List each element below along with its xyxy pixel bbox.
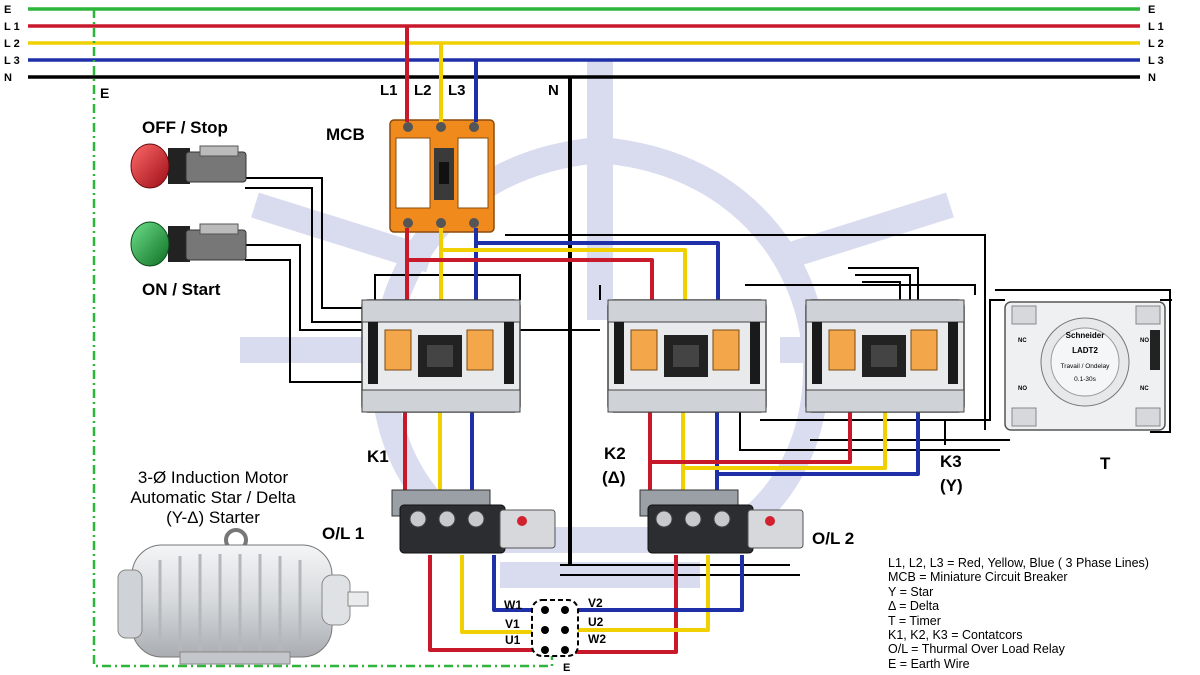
timer-module: Schneider LADT2 Travail / Ondelay 0.1-30… bbox=[1004, 301, 1166, 431]
legend-item: Y = Star bbox=[888, 584, 934, 599]
title-line-1: 3-Ø Induction Motor bbox=[138, 468, 289, 487]
neutral-tap-label: N bbox=[548, 82, 559, 99]
off-stop-button bbox=[130, 143, 247, 189]
mcb-breaker bbox=[389, 119, 495, 233]
timer-range: 0.1-30s bbox=[1074, 376, 1096, 383]
legend-item: L1, L2, L3 = Red, Yellow, Blue ( 3 Phase… bbox=[888, 556, 1149, 570]
on-start-button bbox=[130, 221, 247, 267]
bus-label-l3-left: L 3 bbox=[4, 55, 20, 67]
terminal-w2: W2 bbox=[588, 632, 606, 646]
timer-nc-label-right: NC bbox=[1140, 386, 1149, 392]
bus-bars bbox=[28, 7, 1140, 79]
legend-item: MCB = Miniature Circuit Breaker bbox=[888, 570, 1068, 585]
timer-label: T bbox=[1100, 454, 1111, 473]
bus-label-l1-right: L 1 bbox=[1148, 21, 1164, 33]
ol2-label: O/L 2 bbox=[812, 529, 854, 548]
timer-nc-label: NC bbox=[1018, 338, 1027, 344]
bus-label-l2-right: L 2 bbox=[1148, 38, 1164, 50]
legend-item: K1, K2, K3 = Contatcors bbox=[888, 628, 1023, 643]
k3-star-label: (Y) bbox=[940, 476, 963, 495]
bus-label-e-left: E bbox=[4, 4, 11, 16]
l3-tap-label: L3 bbox=[448, 82, 466, 99]
legend-item: E = Earth Wire bbox=[888, 656, 970, 671]
bus-label-n-left: N bbox=[4, 72, 12, 84]
motor-terminal-box bbox=[531, 599, 579, 657]
overload-relay-2 bbox=[639, 489, 804, 554]
contactor-k1 bbox=[361, 299, 521, 413]
timer-subtitle: Travail / Ondelay bbox=[1061, 363, 1111, 370]
terminal-u1: U1 bbox=[505, 633, 521, 647]
overload-relay-1 bbox=[391, 489, 556, 554]
title-line-2: Automatic Star / Delta bbox=[130, 488, 296, 507]
terminal-w1: W1 bbox=[504, 598, 522, 612]
contactor-k3 bbox=[805, 299, 965, 413]
legend-item: Δ = Delta bbox=[888, 599, 940, 614]
bus-label-l3-right: L 3 bbox=[1148, 55, 1164, 67]
mcb-label: MCB bbox=[326, 125, 365, 144]
on-start-label: ON / Start bbox=[142, 280, 221, 299]
k3-label: K3 bbox=[940, 452, 962, 471]
timer-model: LADT2 bbox=[1072, 346, 1098, 355]
terminal-earth: E bbox=[563, 662, 570, 674]
bus-labels-left: E L 1 L 2 L 3 N bbox=[4, 4, 20, 84]
timer-no-label: NO bbox=[1018, 386, 1027, 392]
timer-brand: Schneider bbox=[1066, 331, 1105, 340]
phase-wiring bbox=[403, 26, 920, 654]
induction-motor bbox=[117, 528, 369, 665]
bus-labels-right: E L 1 L 2 L 3 N bbox=[1148, 4, 1164, 84]
terminal-v2: V2 bbox=[588, 596, 603, 610]
ol1-label: O/L 1 bbox=[322, 524, 364, 543]
terminal-u2: U2 bbox=[588, 615, 604, 629]
legend-item: O/L = Thurmal Over Load Relay bbox=[888, 642, 1065, 657]
k2-delta-label: (Δ) bbox=[602, 468, 626, 487]
title-line-3: (Y-Δ) Starter bbox=[166, 508, 260, 527]
terminal-v1: V1 bbox=[505, 617, 520, 631]
l1-tap-label: L1 bbox=[380, 82, 398, 99]
control-wiring bbox=[245, 177, 1172, 576]
contactor-k2 bbox=[607, 299, 767, 413]
earth-tap-label: E bbox=[100, 85, 109, 101]
legend-item: T = Timer bbox=[888, 613, 941, 628]
motor-title: 3-Ø Induction Motor Automatic Star / Del… bbox=[130, 468, 296, 527]
bus-label-l2-left: L 2 bbox=[4, 38, 20, 50]
l2-tap-label: L2 bbox=[414, 82, 432, 99]
timer-no-label-right: NO bbox=[1140, 338, 1149, 344]
bus-label-e-right: E bbox=[1148, 4, 1155, 16]
bus-label-l1-left: L 1 bbox=[4, 21, 20, 33]
bus-label-n-right: N bbox=[1148, 72, 1156, 84]
legend: L1, L2, L3 = Red, Yellow, Blue ( 3 Phase… bbox=[888, 556, 1198, 671]
k2-label: K2 bbox=[604, 444, 626, 463]
off-stop-label: OFF / Stop bbox=[142, 118, 228, 137]
earth-wire bbox=[92, 9, 554, 668]
k1-label: K1 bbox=[367, 447, 389, 466]
